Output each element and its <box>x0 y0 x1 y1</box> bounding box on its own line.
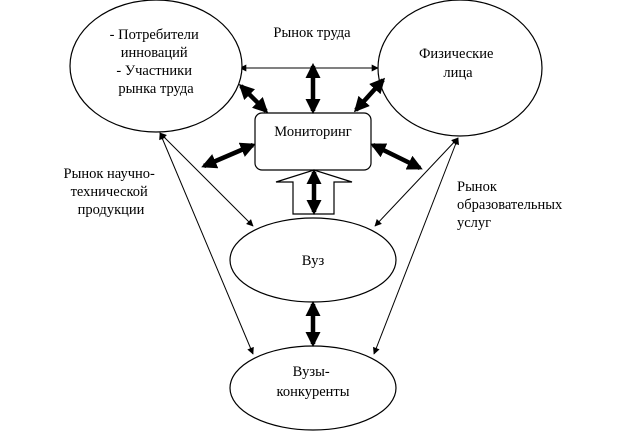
competitors-label: Вузы- конкуренты <box>277 364 350 400</box>
consumers-label-line: рынка труда <box>118 81 194 97</box>
education-market-label-line: услуг <box>457 215 491 231</box>
consumers-competitors-connector <box>159 132 254 355</box>
education-market-label-line: образовательных <box>457 197 563 213</box>
science-market-monitoring-arrow <box>201 142 256 169</box>
consumers-label-line: - Потребители <box>110 27 199 43</box>
consumers-label: - Потребители инноваций - Участники рынк… <box>110 27 203 97</box>
consumers-label-line: - Участники <box>116 63 192 79</box>
consumers-label-line: инноваций <box>121 45 188 61</box>
science-tech-market-label-line: Рынок научно- <box>64 166 155 182</box>
consumers-university-connector <box>159 132 254 227</box>
education-market-label: Рынок образовательных услуг <box>457 179 566 231</box>
individuals-competitors-connector <box>373 137 459 355</box>
education-market-monitoring-arrow <box>370 142 423 171</box>
individuals-monitoring-arrow <box>353 77 386 113</box>
competitors-label-line: конкуренты <box>277 384 350 400</box>
labor-market-label: Рынок труда <box>273 25 351 41</box>
competitors-label-line: Вузы- <box>293 364 330 380</box>
science-tech-market-label-line: продукции <box>78 202 145 218</box>
individuals-label-line: лица <box>443 65 473 81</box>
monitoring-label: Мониторинг <box>274 124 351 140</box>
science-tech-market-label-line: технической <box>71 184 148 200</box>
individuals-label: Физические лица <box>419 46 497 81</box>
individuals-node <box>377 0 543 137</box>
consumers-monitoring-arrow <box>238 83 269 114</box>
monitoring-node <box>254 112 372 171</box>
individuals-label-line: Физические <box>419 46 493 62</box>
consumers-node <box>69 0 243 133</box>
education-market-label-line: Рынок <box>457 179 498 195</box>
science-tech-market-label: Рынок научно- технической продукции <box>64 166 159 218</box>
university-label: Вуз <box>302 253 325 269</box>
